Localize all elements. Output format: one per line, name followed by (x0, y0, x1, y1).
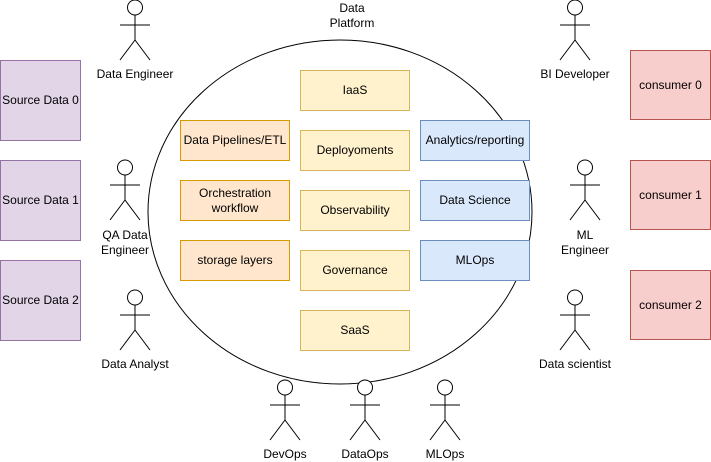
consumer-0[interactable]: consumer 0 (630, 50, 711, 120)
mlops-box-label: MLOps (455, 253, 495, 267)
data-engineer-label: Data Engineer (96, 67, 174, 81)
consumer-1-label: consumer 1 (639, 187, 702, 202)
saas-box[interactable]: SaaS (300, 310, 410, 351)
iaas-box[interactable]: IaaS (300, 70, 410, 111)
source-data-2-label: Source Data 2 (2, 293, 79, 307)
deployments-label: Deployoments (316, 143, 394, 157)
consumer-1[interactable]: consumer 1 (630, 160, 711, 230)
qa-data-engineer-line1: QA Data (102, 228, 148, 242)
governance-box[interactable]: Governance (300, 250, 410, 291)
data-science-label: Data Science (439, 193, 511, 207)
consumer-2-label: consumer 2 (639, 297, 702, 312)
analytics-reporting-label: Analytics/reporting (425, 133, 525, 147)
devops-label: DevOps (263, 447, 307, 461)
data-pipelines-etl-label: Data Pipelines/ETL (183, 133, 287, 147)
bi-developer-stick-figure-icon (559, 0, 591, 61)
mlops-actor-label: MLOps (425, 447, 465, 461)
consumer-2[interactable]: consumer 2 (630, 270, 711, 340)
source-data-0[interactable]: Source Data 0 (0, 60, 81, 141)
deployments-box[interactable]: Deployoments (300, 130, 410, 171)
observability-label: Observability (320, 203, 390, 217)
data-scientist-stick-figure-icon (559, 289, 591, 351)
iaas-label: IaaS (342, 83, 368, 97)
source-data-1[interactable]: Source Data 1 (0, 160, 81, 241)
source-data-0-label: Source Data 0 (2, 93, 79, 107)
ml-engineer-line1: ML (576, 228, 594, 242)
ml-engineer-stick-figure-icon (569, 159, 601, 221)
data-analyst-label: Data Analyst (101, 357, 169, 371)
data-pipelines-etl-box[interactable]: Data Pipelines/ETL (180, 120, 290, 161)
platform-title-line2: Platform (329, 16, 375, 30)
analytics-reporting-box[interactable]: Analytics/reporting (420, 120, 530, 161)
devops-stick-figure-icon (269, 379, 301, 441)
data-engineer-stick-figure-icon (119, 0, 151, 61)
data-scientist-label: Data scientist (538, 357, 612, 371)
platform-title-line1: Data (339, 1, 365, 15)
consumer-0-label: consumer 0 (639, 77, 702, 92)
source-data-1-label: Source Data 1 (2, 193, 79, 207)
orchestration-workflow-box[interactable]: Orchestration workflow (180, 180, 290, 221)
orchestration-workflow-line1: Orchestration (198, 185, 272, 200)
orchestration-workflow-label: Orchestration workflow (199, 186, 271, 216)
data-analyst-stick-figure-icon (119, 289, 151, 351)
mlops-box[interactable]: MLOps (420, 240, 530, 281)
platform-title: Data Platform (330, 1, 375, 31)
mlops-stick-figure-icon (429, 379, 461, 441)
dataops-label: DataOps (341, 447, 389, 461)
ml-engineer-line2: Engineer (560, 243, 610, 257)
data-science-box[interactable]: Data Science (420, 180, 530, 221)
governance-label: Governance (322, 263, 388, 277)
qa-data-engineer-label: QA Data Engineer (101, 228, 149, 258)
orchestration-workflow-line2: workflow (211, 200, 259, 215)
qa-data-engineer-line2: Engineer (100, 243, 150, 257)
storage-layers-box[interactable]: storage layers (180, 240, 290, 281)
storage-layers-label: storage layers (197, 253, 273, 267)
saas-label: SaaS (340, 323, 370, 337)
source-data-2[interactable]: Source Data 2 (0, 260, 81, 341)
qa-data-engineer-stick-figure-icon (109, 159, 141, 221)
dataops-stick-figure-icon (349, 379, 381, 441)
ml-engineer-label: ML Engineer (561, 228, 609, 258)
bi-developer-label: BI Developer (540, 67, 610, 81)
observability-box[interactable]: Observability (300, 190, 410, 231)
